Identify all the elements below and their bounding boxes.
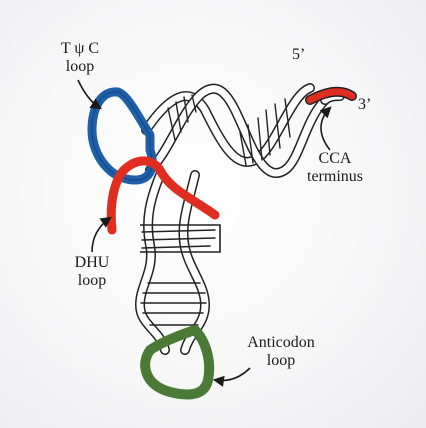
three-prime-label: 3’ — [358, 96, 372, 113]
anticodon-loop-label: Anticodon loop — [236, 334, 326, 370]
dhu-arrow — [91, 216, 112, 253]
tpsic-label-line2: loop — [65, 58, 95, 75]
acceptor-stem-helix — [141, 83, 330, 178]
anticodon-arrow — [212, 367, 251, 387]
acceptor-base-pairs — [167, 94, 291, 166]
dhu-label-line2: loop — [77, 272, 107, 289]
cca-label-line2: terminus — [307, 168, 363, 185]
tpsic-loop-label: T ψ C loop — [52, 40, 108, 76]
five-prime-label: 5’ — [292, 46, 306, 63]
dhu-loop-label: DHU loop — [70, 254, 114, 290]
lower-base-pairs — [140, 229, 216, 326]
dhu-label-line1: DHU — [74, 254, 110, 271]
tpsic-arrow — [77, 79, 102, 110]
anticodon-loop — [140, 325, 215, 400]
cca-arrow — [319, 106, 332, 151]
cca-terminus-label: CCA terminus — [300, 150, 370, 186]
anticodon-label-line2: loop — [266, 352, 296, 369]
cca-label-line1: CCA — [318, 150, 352, 167]
anticodon-label-line1: Anticodon — [247, 334, 315, 351]
dhu-loop — [106, 156, 220, 235]
tpsic-label-line1: T ψ C — [60, 40, 100, 57]
cca-terminus-fill — [306, 88, 356, 104]
